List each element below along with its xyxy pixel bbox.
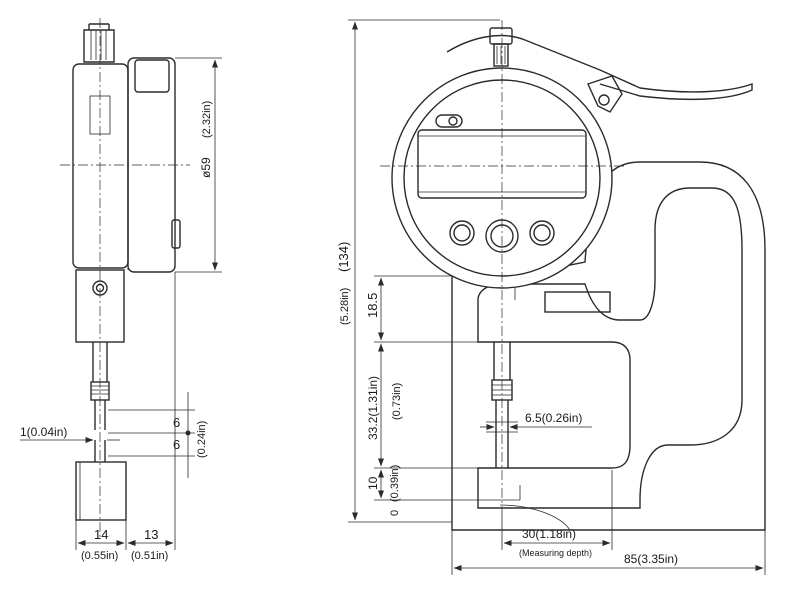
dia-59-inch: (2.32in) bbox=[201, 101, 213, 138]
front-spindle bbox=[486, 342, 518, 468]
width-14-inch: (0.55in) bbox=[81, 550, 118, 562]
width-13-label: 13 bbox=[144, 527, 158, 542]
frame-label-plate bbox=[544, 291, 611, 313]
indicator-icon bbox=[435, 114, 463, 128]
side-frame bbox=[75, 269, 127, 521]
side-view: ø59 (2.32in) 6 6 (0.24in) 1(0.04in) 14 (… bbox=[20, 18, 222, 562]
dim-0-label: 0 bbox=[389, 510, 401, 516]
height-134-label: (134) bbox=[336, 242, 351, 272]
dim-33-2-inch: (0.73in) bbox=[391, 383, 403, 420]
height-134-inch: (5.28in) bbox=[339, 288, 351, 325]
depth-caption: (Measuring depth) bbox=[519, 548, 592, 558]
width-14-label: 14 bbox=[94, 527, 108, 542]
dim-10-inch: (0.39in) bbox=[389, 465, 401, 502]
dim-10-label: 10 bbox=[366, 476, 380, 490]
left-button-icon bbox=[449, 220, 475, 246]
dia-59-label: ø59 bbox=[199, 157, 213, 178]
dim-33-2-label: 33.2(1.31in) bbox=[366, 376, 380, 440]
step-bottom-label: 6 bbox=[173, 437, 180, 452]
dim-18-5-label: 18.5 bbox=[365, 293, 380, 318]
right-button-icon bbox=[529, 220, 555, 246]
spindle-dia-label: 6.5(0.26in) bbox=[525, 411, 582, 425]
width-13-inch: (0.51in) bbox=[131, 550, 168, 562]
gap-label: 1(0.04in) bbox=[20, 425, 67, 439]
side-lift-knob bbox=[83, 23, 115, 63]
width-85-label: 85(3.35in) bbox=[624, 552, 678, 566]
front-view: (134) (5.28in) 18.5 33.2(1.31in) (0.73in… bbox=[336, 19, 766, 575]
depth-label: 30(1.18in) bbox=[522, 527, 576, 541]
front-lever bbox=[446, 27, 753, 113]
step-inch-label: (0.24in) bbox=[196, 421, 208, 458]
step-top-label: 6 bbox=[173, 415, 180, 430]
